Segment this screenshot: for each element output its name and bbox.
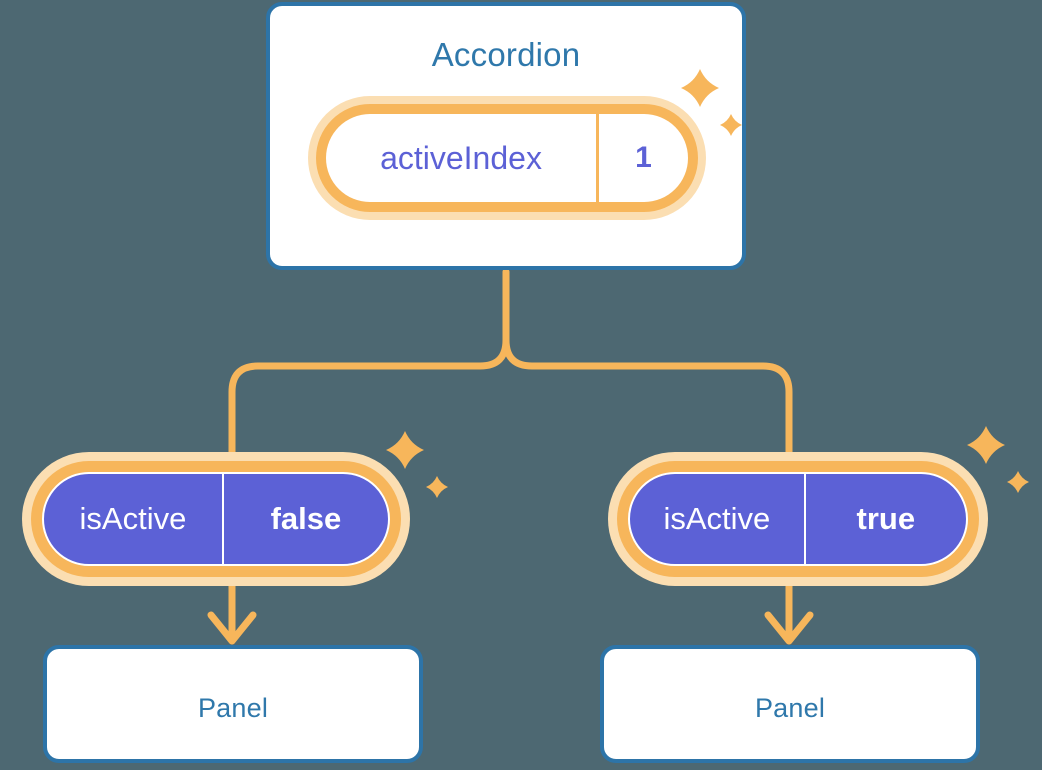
state-key-label: isActive xyxy=(663,501,771,536)
pill-divider xyxy=(221,474,224,564)
state-pill-active-index[interactable]: activeIndex 1 xyxy=(308,96,706,220)
sparkle-child-left-big-star-icon xyxy=(386,431,424,469)
state-pill-is-active-false[interactable]: isActive false xyxy=(22,452,410,586)
pill-body: activeIndex 1 xyxy=(326,114,688,202)
state-key-label: isActive xyxy=(79,501,187,536)
panel-title: Panel xyxy=(197,693,269,723)
panel-card-right[interactable]: Panel xyxy=(600,645,980,763)
state-value-label: 1 xyxy=(635,141,652,174)
sparkle-child-right-small-star-icon xyxy=(1007,471,1029,493)
pill-body: isActive false xyxy=(42,472,390,566)
sparkle-child-left-small-star-icon xyxy=(426,476,448,498)
state-value-label: true xyxy=(856,501,916,536)
arrow-to-panel-left-icon xyxy=(207,611,257,645)
pill-body: isActive true xyxy=(628,472,968,566)
panel-card-left[interactable]: Panel xyxy=(43,645,423,763)
sparkle-child-right-big-star-icon xyxy=(967,426,1005,464)
pill-divider xyxy=(803,474,806,564)
state-pill-is-active-true[interactable]: isActive true xyxy=(608,452,988,586)
connector-root-to-left xyxy=(228,268,510,456)
pill-divider xyxy=(596,114,599,202)
connector-root-to-right xyxy=(502,268,793,456)
state-value-label: false xyxy=(270,501,342,536)
panel-title: Panel xyxy=(754,693,826,723)
state-key-label: activeIndex xyxy=(380,139,542,176)
page-title: Accordion xyxy=(431,36,581,73)
arrow-to-panel-right-icon xyxy=(764,611,814,645)
